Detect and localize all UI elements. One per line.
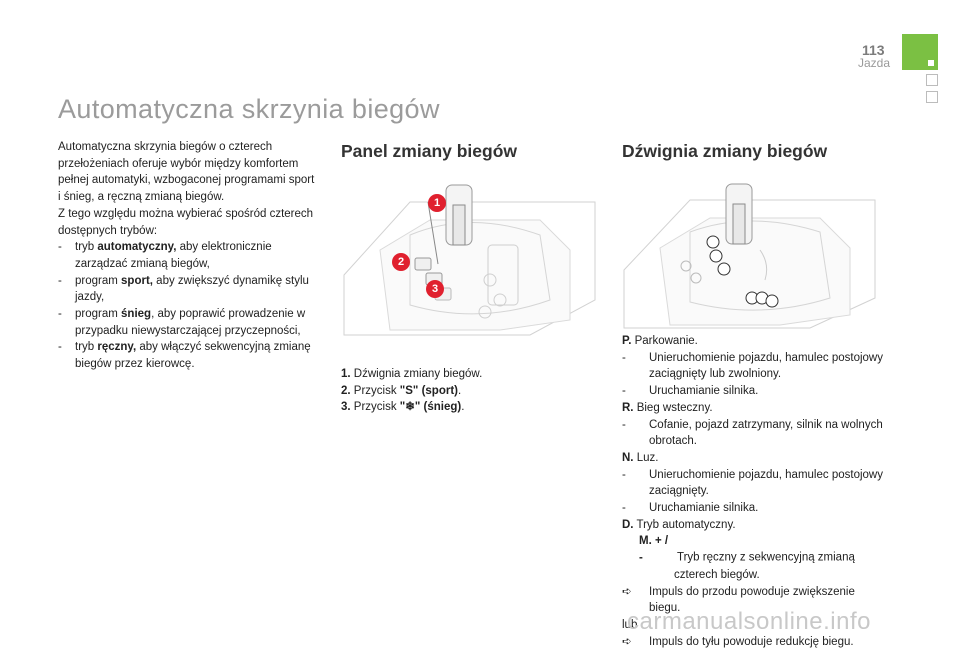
lever-heading: Dźwignia zmiany biegów	[622, 141, 828, 161]
section-name: Jazda	[858, 56, 891, 70]
legend-item: 1. Dźwignia zmiany biegów.	[341, 368, 483, 380]
legend-item: 3. Przycisk "❄" (śnieg).	[341, 401, 465, 414]
list-item: -program sport, aby zwiększyć dynamikę s…	[58, 274, 309, 304]
chapter-tab[interactable]	[902, 34, 938, 70]
tab-marker-icon	[928, 60, 934, 66]
list-item: -program śnieg, aby poprawić prowadzenie…	[58, 308, 306, 337]
callout-3: 3	[426, 280, 444, 298]
arrow-icon: ➪	[622, 635, 632, 648]
callout-2: 2	[392, 253, 410, 271]
gear-entry: N. Luz.	[622, 451, 659, 464]
list-item: ➪Impuls do tyłu powoduje redukcję biegu.	[622, 634, 884, 650]
list-item: -tryb automatyczny, aby elektronicznie z…	[58, 241, 272, 270]
intro-column: Automatyczna skrzynia biegów o czterech …	[58, 139, 320, 373]
legend-item: 2. Przycisk "S" (sport).	[341, 384, 462, 397]
list-item: -Uruchamianie silnika.	[622, 502, 759, 515]
chapter-nav-box[interactable]	[926, 74, 938, 86]
intro-paragraph: Z tego względu można wybierać spośród cz…	[58, 207, 314, 237]
panel-legend: 1. Dźwignia zmiany biegów. 2. Przycisk "…	[341, 366, 581, 416]
gear-lever-illustration	[623, 183, 876, 329]
list-item: -Uruchamianie silnika.	[622, 385, 759, 398]
gear-panel-illustration	[343, 184, 596, 336]
list-item: ➪Impuls do przodu powoduje zwiększenie b…	[622, 585, 855, 615]
intro-paragraph: Automatyczna skrzynia biegów o czterech …	[58, 141, 315, 204]
page-title: Automatyczna skrzynia biegów	[58, 94, 440, 124]
list-item: -Unieruchomienie pojazdu, hamulec postoj…	[622, 351, 883, 381]
chapter-nav-box[interactable]	[926, 91, 938, 103]
gear-entry: M. + / - Tryb ręczny z sekwencyjną zmian…	[639, 535, 855, 581]
gear-entry: R. Bieg wsteczny.	[622, 401, 713, 414]
panel-heading: Panel zmiany biegów	[341, 141, 518, 161]
arrow-icon: ➪	[622, 585, 632, 598]
list-item: -Cofanie, pojazd zatrzymany, silnik na w…	[622, 418, 883, 448]
lever-legend: P. Parkowanie. -Unieruchomienie pojazdu,…	[622, 333, 884, 650]
list-item: -Unieruchomienie pojazdu, hamulec postoj…	[622, 468, 883, 498]
gear-entry: P. Parkowanie.	[622, 335, 698, 347]
callout-1: 1	[428, 194, 446, 212]
or-word: lub	[622, 618, 638, 631]
page-number: 113	[862, 42, 885, 58]
list-item: -tryb ręczny, aby włączyć sekwencyjną zm…	[58, 341, 311, 371]
watermark: carmanualsonline.info	[627, 608, 871, 635]
gear-entry: D. Tryb automatyczny.	[622, 518, 736, 531]
